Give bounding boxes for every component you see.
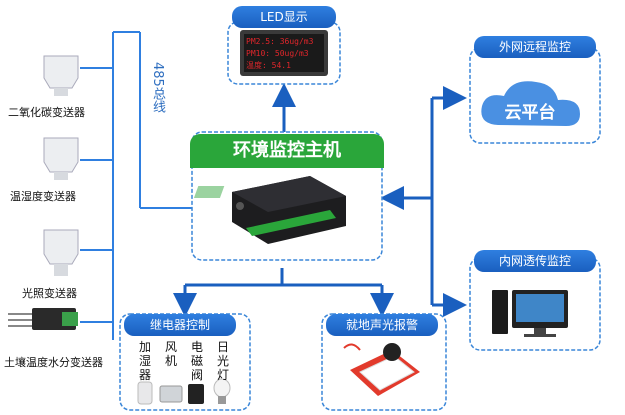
relay-device-light: 日光灯 — [216, 340, 229, 382]
relay-device-fan: 风机 — [164, 340, 177, 368]
alarm-panel — [321, 313, 447, 411]
connection-arrows — [173, 83, 467, 317]
led-line-3: 温度: 54.1 — [246, 61, 291, 70]
relay-device-humidifier: 加湿器 — [138, 340, 151, 382]
sensor-co2 — [43, 55, 79, 96]
sensor-soil — [8, 308, 78, 330]
main-controller-title: 环境监控主机 — [190, 134, 384, 168]
sensor-label-temp-humidity: 温湿度变送器 — [10, 190, 76, 203]
led-screen-text: PM2.5: 36ug/m3 PM10: 50ug/m3 温度: 54.1 — [246, 36, 324, 72]
sensor-light — [43, 229, 79, 276]
cloud-panel — [469, 47, 601, 144]
relay-device-valve: 电磁阀 — [190, 340, 203, 382]
cloud-title: 外网远程监控 — [474, 36, 596, 58]
sensor-label-co2: 二氧化碳变送器 — [8, 106, 85, 119]
led-title: LED显示 — [232, 6, 336, 28]
alarm-title: 就地声光报警 — [326, 314, 438, 336]
bus-lines — [80, 31, 192, 340]
sensor-temp-humidity — [43, 137, 79, 180]
intranet-panel — [469, 257, 601, 351]
intranet-title: 内网透传监控 — [474, 250, 596, 272]
bus-label: 485总线 — [150, 62, 165, 113]
led-line-1: PM2.5: 36ug/m3 — [246, 37, 314, 46]
sensor-label-soil: 土壤温度水分变送器 — [4, 356, 103, 369]
led-display-panel — [227, 21, 341, 85]
cloud-text: 云平台 — [504, 103, 556, 123]
led-line-2: PM10: 50ug/m3 — [246, 49, 309, 58]
relay-panel — [119, 313, 251, 411]
sensor-label-light: 光照变送器 — [22, 287, 77, 300]
relay-title: 继电器控制 — [124, 314, 236, 336]
